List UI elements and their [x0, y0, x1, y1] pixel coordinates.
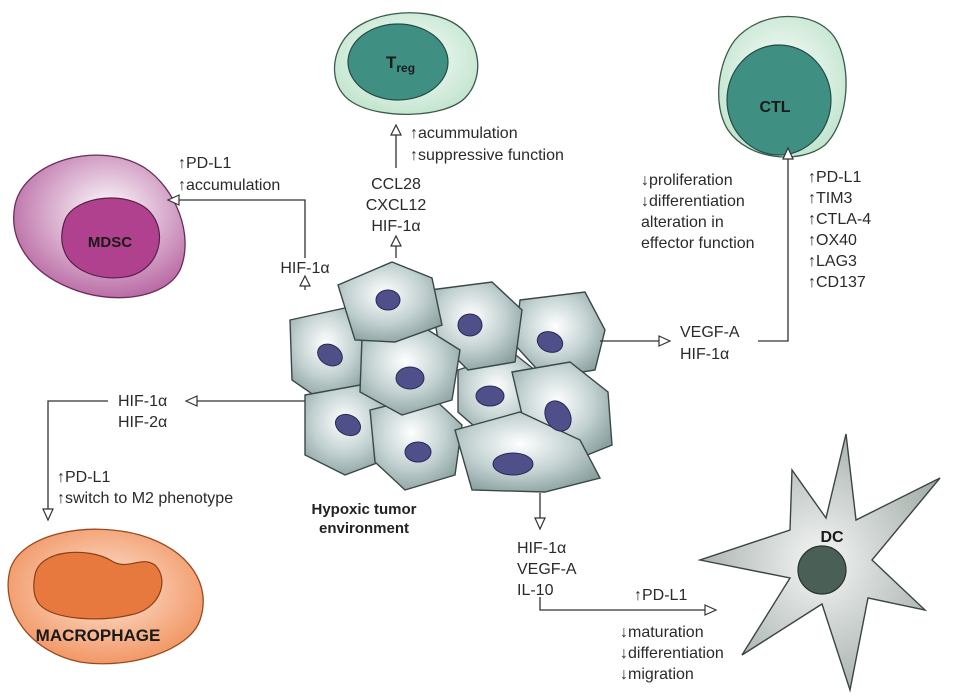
treg-arrowhead-upper [390, 123, 402, 136]
mac-factor-1: HIF-1α [118, 393, 167, 410]
ctl-factor-1: VEGF-A [680, 324, 740, 341]
ctl-left-2: ↓differentiation [641, 193, 745, 210]
tumor-nucleus [317, 343, 343, 367]
dc-effect-1: ↓maturation [620, 624, 704, 641]
tumor-title-line1: Hypoxic tumor [311, 501, 416, 518]
macrophage-nucleus [33, 551, 163, 620]
macrophage-cell: MACROPHAGE [7, 528, 204, 665]
tumor-nucleus [457, 313, 483, 337]
tumor-nuclei [317, 289, 572, 476]
ctl-right-6: ↑CD137 [808, 274, 866, 291]
dc-connector-bend [539, 597, 706, 611]
mac-effect-2: ↑switch to M2 phenotype [57, 490, 233, 507]
treg-factor-2: CXCL12 [366, 197, 427, 214]
treg-factor-3: HIF-1α [371, 218, 420, 235]
mdsc-connector-bend [178, 199, 306, 258]
treg-effect-1: ↑acummulation [410, 125, 518, 142]
ctl-right-1: ↑PD-L1 [808, 169, 861, 186]
tumor-title-line2: environment [319, 520, 409, 537]
dc-effect-3: ↓migration [620, 666, 694, 683]
mdsc-effect-1: ↑PD-L1 [178, 155, 231, 172]
mdsc-nucleus [61, 197, 160, 279]
dc-factor-1: HIF-1α [517, 540, 566, 557]
ctl-arrowhead-right [658, 335, 672, 347]
treg-name: T [386, 53, 397, 72]
treg-nucleus [347, 23, 449, 101]
ctl-name: CTL [759, 99, 790, 116]
tumor-nucleus [475, 385, 505, 407]
dc-arrowhead-down [534, 517, 546, 531]
ctl-connector-up [758, 158, 789, 342]
treg-name-sub: reg [396, 61, 415, 75]
treg-cell: Treg [333, 12, 479, 115]
dc-name: DC [820, 529, 844, 546]
ctl-left-4: effector function [641, 235, 755, 252]
dc-factor-3: IL-10 [517, 582, 554, 599]
mdsc-arrowhead [166, 194, 180, 206]
ctl-cell: CTL [718, 15, 847, 158]
tumor-nucleus [404, 441, 432, 463]
tumor-nucleus [544, 400, 572, 432]
ctl-right-5: ↑LAG3 [808, 253, 857, 270]
mdsc-effect-2: ↑accumulation [178, 177, 280, 194]
tumor-nucleus [536, 331, 564, 353]
ctl-arrowhead-up [782, 146, 794, 160]
tumor-cluster [289, 261, 613, 493]
dc-effect-2: ↓differentiation [620, 645, 724, 662]
ctl-nucleus [726, 44, 832, 156]
dc-up-label: ↑PD-L1 [634, 587, 687, 604]
dc-factor-2: VEGF-A [517, 561, 577, 578]
ctl-factor-2: HIF-1α [680, 346, 729, 363]
treg-factor-1: CCL28 [371, 176, 421, 193]
tumor-nucleus [492, 452, 534, 476]
dc-nucleus [797, 545, 847, 595]
mac-arrowhead-down [42, 508, 54, 522]
ctl-left-1: ↓proliferation [641, 172, 733, 189]
mac-arrowhead-left [184, 395, 198, 407]
macrophage-name: MACROPHAGE [36, 626, 161, 645]
mdsc-arrowhead-up [299, 274, 311, 287]
mac-connector-down [47, 400, 108, 510]
tumor-cell [454, 411, 602, 493]
ctl-right-4: ↑OX40 [808, 232, 857, 249]
treg-arrowhead-lower [390, 234, 402, 247]
tumor-nucleus [395, 366, 425, 390]
dc-cell: DC [697, 433, 941, 693]
connectors [42, 123, 794, 616]
dc-arrowhead-right [704, 604, 718, 616]
treg-effect-2: ↑suppressive function [410, 147, 564, 164]
mdsc-name: MDSC [88, 234, 132, 251]
tumor-nucleus [334, 413, 362, 437]
mac-factor-2: HIF-2α [118, 414, 167, 431]
tumor-nucleus [375, 289, 401, 311]
ctl-right-3: ↑CTLA-4 [808, 211, 871, 228]
mdsc-cell: MDSC [13, 154, 186, 299]
mac-effect-1: ↑PD-L1 [57, 469, 110, 486]
svg-text:Treg: Treg [386, 53, 415, 75]
ctl-right-2: ↑TIM3 [808, 190, 853, 207]
ctl-left-3: alteration in [641, 214, 724, 231]
mdsc-factor: HIF-1α [280, 260, 329, 277]
